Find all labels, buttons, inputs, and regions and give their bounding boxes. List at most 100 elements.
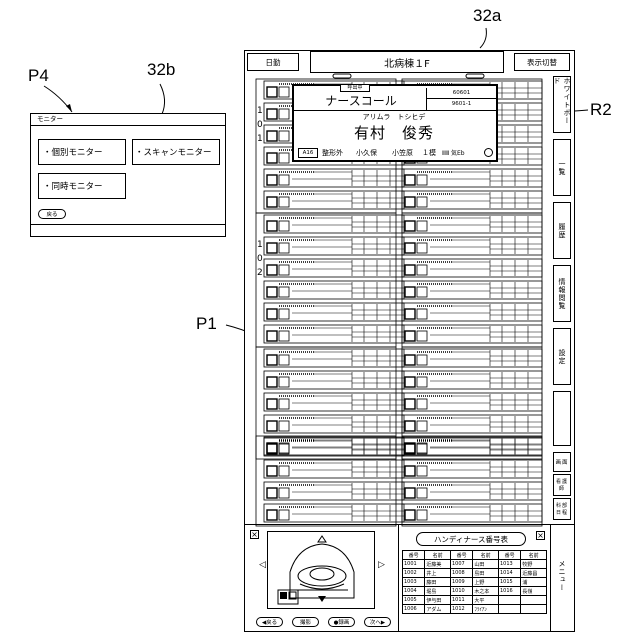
bed-cell[interactable] [264,259,404,277]
bed-cell-part [279,488,289,498]
bed-cell-part [417,221,427,231]
patient-marks: ⅡⅢ 気Eb [442,148,465,157]
table-divider [398,524,399,632]
bed-cell[interactable] [402,504,542,522]
bed-cell-part [279,399,289,409]
bed-cell-part [279,265,289,275]
tab-schedule[interactable]: 科部日程 [553,498,571,520]
table-cell: 近藤美 [425,560,451,569]
table-row: 1004堀島1010木之本1016長嶺 [403,587,547,596]
bed-cell[interactable] [264,169,404,187]
table-row: 1002井上1008島田1014近藤昌 [403,569,547,578]
tab-info-view[interactable]: 情報閲覧 [553,265,571,322]
table-cell: 島田 [473,569,499,578]
bed-cell-part [279,287,289,297]
camera-left-arrow-icon[interactable]: ◁ [259,560,266,570]
table-header-cell: 番号 [450,551,472,560]
table-cell: ﾌﾗｲｱﾝ [473,605,499,614]
bed-cell-part [417,265,427,275]
bed-cell-part [417,421,427,431]
table-header-cell: 名前 [473,551,499,560]
bed-cell-part [267,488,277,498]
bed-cell[interactable] [402,371,542,389]
camera-close-icon[interactable]: × [250,530,259,539]
table-cell [521,596,547,605]
tab-history[interactable]: 履歴 [553,202,571,259]
table-cell: 1007 [450,560,472,569]
table-row: 1001近藤美1007山田1013牧野 [403,560,547,569]
table-close-icon[interactable]: × [536,531,545,540]
bed-cell[interactable] [264,504,404,522]
camera-record-button[interactable]: ●録画 [328,617,355,627]
table-cell: 1008 [450,569,472,578]
bed-cell-part [417,510,427,520]
bed-cell[interactable] [402,437,542,455]
table-cell [521,605,547,614]
bed-cell[interactable] [402,191,542,209]
bed-cell[interactable] [402,259,542,277]
table-cell: 牧野 [521,560,547,569]
camera-right-arrow-icon[interactable]: ▷ [378,560,385,570]
bed-cell[interactable] [264,215,404,233]
bed-cell-part [279,331,289,341]
tab-settings[interactable]: 設定 [553,328,571,385]
bed-cell-part [405,355,415,365]
tab-nurse[interactable]: 看護師 [553,474,571,496]
bed-cell[interactable] [264,237,404,255]
bed-cell[interactable] [264,325,404,343]
bed-cell-part [279,153,289,163]
table-cell: 1005 [403,596,425,605]
camera-capture-button[interactable]: 撮影 [292,617,319,627]
tab-list[interactable]: 一覧 [553,139,571,196]
patient-nurse: 小笠原 [392,148,413,158]
table-header-cell: 番号 [403,551,425,560]
handy-table-title: ハンディナース番号表 [416,532,526,546]
bed-cell-part [405,399,415,409]
bed-cell[interactable] [264,482,404,500]
bed-cell[interactable] [264,371,404,389]
table-cell [498,605,520,614]
bed-cell[interactable] [402,325,542,343]
bed-cell-part [267,399,277,409]
bed-cell[interactable] [402,169,542,187]
tab-screen[interactable]: 画面 [553,452,571,472]
bed-cell[interactable] [264,460,404,478]
camera-prev-button[interactable]: ◀戻る [256,617,283,627]
bed-cell[interactable] [402,215,542,233]
patient-age: A16 [298,148,318,158]
bed-cell-part [279,421,289,431]
camera-image [268,532,374,608]
bed-cell[interactable] [264,303,404,321]
bed-cell-part [405,287,415,297]
bed-cell[interactable] [402,482,542,500]
menu-button[interactable]: メニュー [553,540,571,612]
bed-cell[interactable] [264,437,404,455]
patient-name: 有村 俊秀 [324,122,464,143]
top-indicator-icon [466,74,484,78]
table-cell: 近藤昌 [521,569,547,578]
camera-next-button[interactable]: 次へ▶ [364,617,391,627]
bed-cell[interactable] [402,393,542,411]
tab-blank [553,391,571,446]
bed-cell[interactable] [402,415,542,433]
bed-cell[interactable] [402,281,542,299]
bed-cell-part [267,510,277,520]
bed-cell-part [405,466,415,476]
bed-cell[interactable] [402,237,542,255]
bed-cell-part [279,309,289,319]
bed-cell[interactable] [264,281,404,299]
table-cell: 木之本 [473,587,499,596]
bed-cell-part [417,466,427,476]
bed-cell-part [405,309,415,319]
table-cell: 1006 [403,605,425,614]
bed-cell[interactable] [402,349,542,367]
bed-cell[interactable] [264,191,404,209]
tab-whiteboard[interactable]: ホワイトボード [553,76,571,133]
bed-cell[interactable] [264,349,404,367]
table-cell: アダム [425,605,451,614]
calling-tag: 呼出中 [340,84,370,92]
bed-cell[interactable] [402,460,542,478]
bed-cell[interactable] [402,303,542,321]
bed-cell[interactable] [264,393,404,411]
bed-cell[interactable] [264,415,404,433]
